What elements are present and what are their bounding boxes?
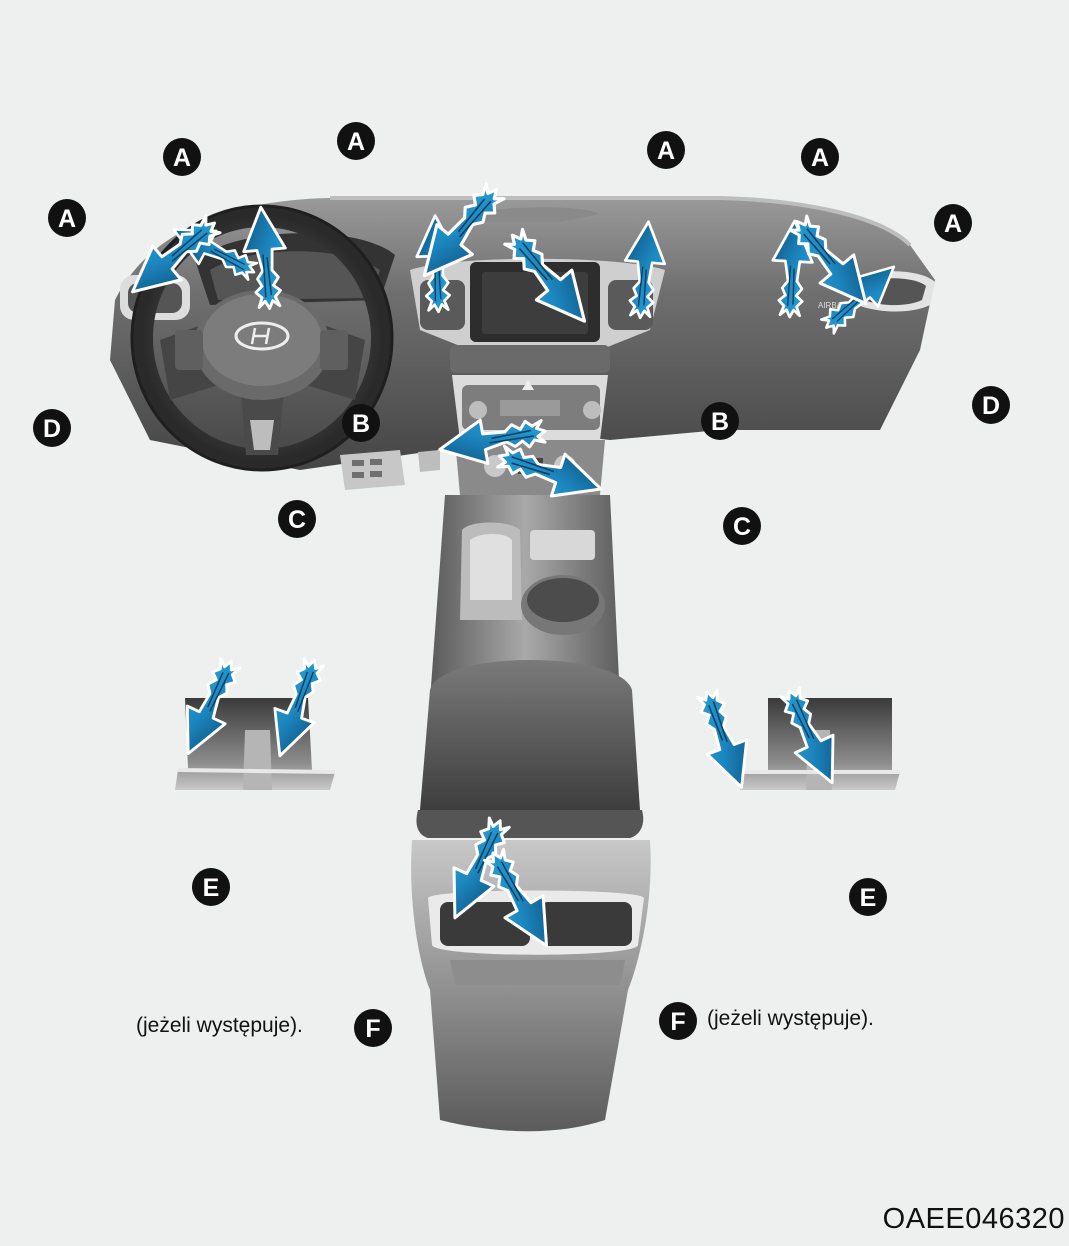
badge-a: A <box>934 204 972 242</box>
conditional-note-right: (jeżeli występuje). <box>707 1007 874 1030</box>
outlet-badges: A A A A A A D D B B C C E E F F <box>33 122 1010 1047</box>
rear-console <box>411 840 651 1132</box>
badge-e: E <box>849 878 887 916</box>
airbag-label: AIRBAG <box>818 301 848 310</box>
svg-text:D: D <box>43 415 61 443</box>
svg-text:C: C <box>288 506 306 534</box>
conditional-note-left: (jeżeli występuje). <box>136 1014 303 1037</box>
svg-text:A: A <box>173 144 191 172</box>
badge-e: E <box>192 868 230 906</box>
svg-text:A: A <box>944 210 962 238</box>
hyundai-logo-icon <box>234 321 290 351</box>
badge-a: A <box>337 122 375 160</box>
badge-a: A <box>163 138 201 176</box>
badge-a: A <box>801 138 839 176</box>
badge-a: A <box>48 199 86 237</box>
badge-b: B <box>342 404 380 442</box>
steering-wheel <box>130 204 394 472</box>
center-console <box>430 495 620 700</box>
svg-text:A: A <box>657 137 675 165</box>
svg-text:B: B <box>352 410 370 438</box>
badge-c: C <box>723 507 761 545</box>
svg-text:F: F <box>365 1015 380 1043</box>
svg-text:C: C <box>733 513 751 541</box>
svg-text:A: A <box>347 128 365 156</box>
svg-text:F: F <box>670 1008 685 1036</box>
badge-d: D <box>972 386 1010 424</box>
pedals <box>340 450 440 490</box>
svg-text:B: B <box>711 408 729 436</box>
figure-code: OAEE046320 <box>882 1203 1065 1235</box>
svg-text:E: E <box>860 884 877 912</box>
badge-a: A <box>647 131 685 169</box>
svg-text:A: A <box>58 205 76 233</box>
badge-f: F <box>354 1009 392 1047</box>
badge-f: F <box>659 1002 697 1040</box>
badge-d: D <box>33 409 71 447</box>
svg-text:D: D <box>982 392 1000 420</box>
badge-c: C <box>278 500 316 538</box>
svg-text:E: E <box>203 874 220 902</box>
badge-b: B <box>701 402 739 440</box>
svg-text:A: A <box>811 144 829 172</box>
armrest <box>416 660 644 838</box>
